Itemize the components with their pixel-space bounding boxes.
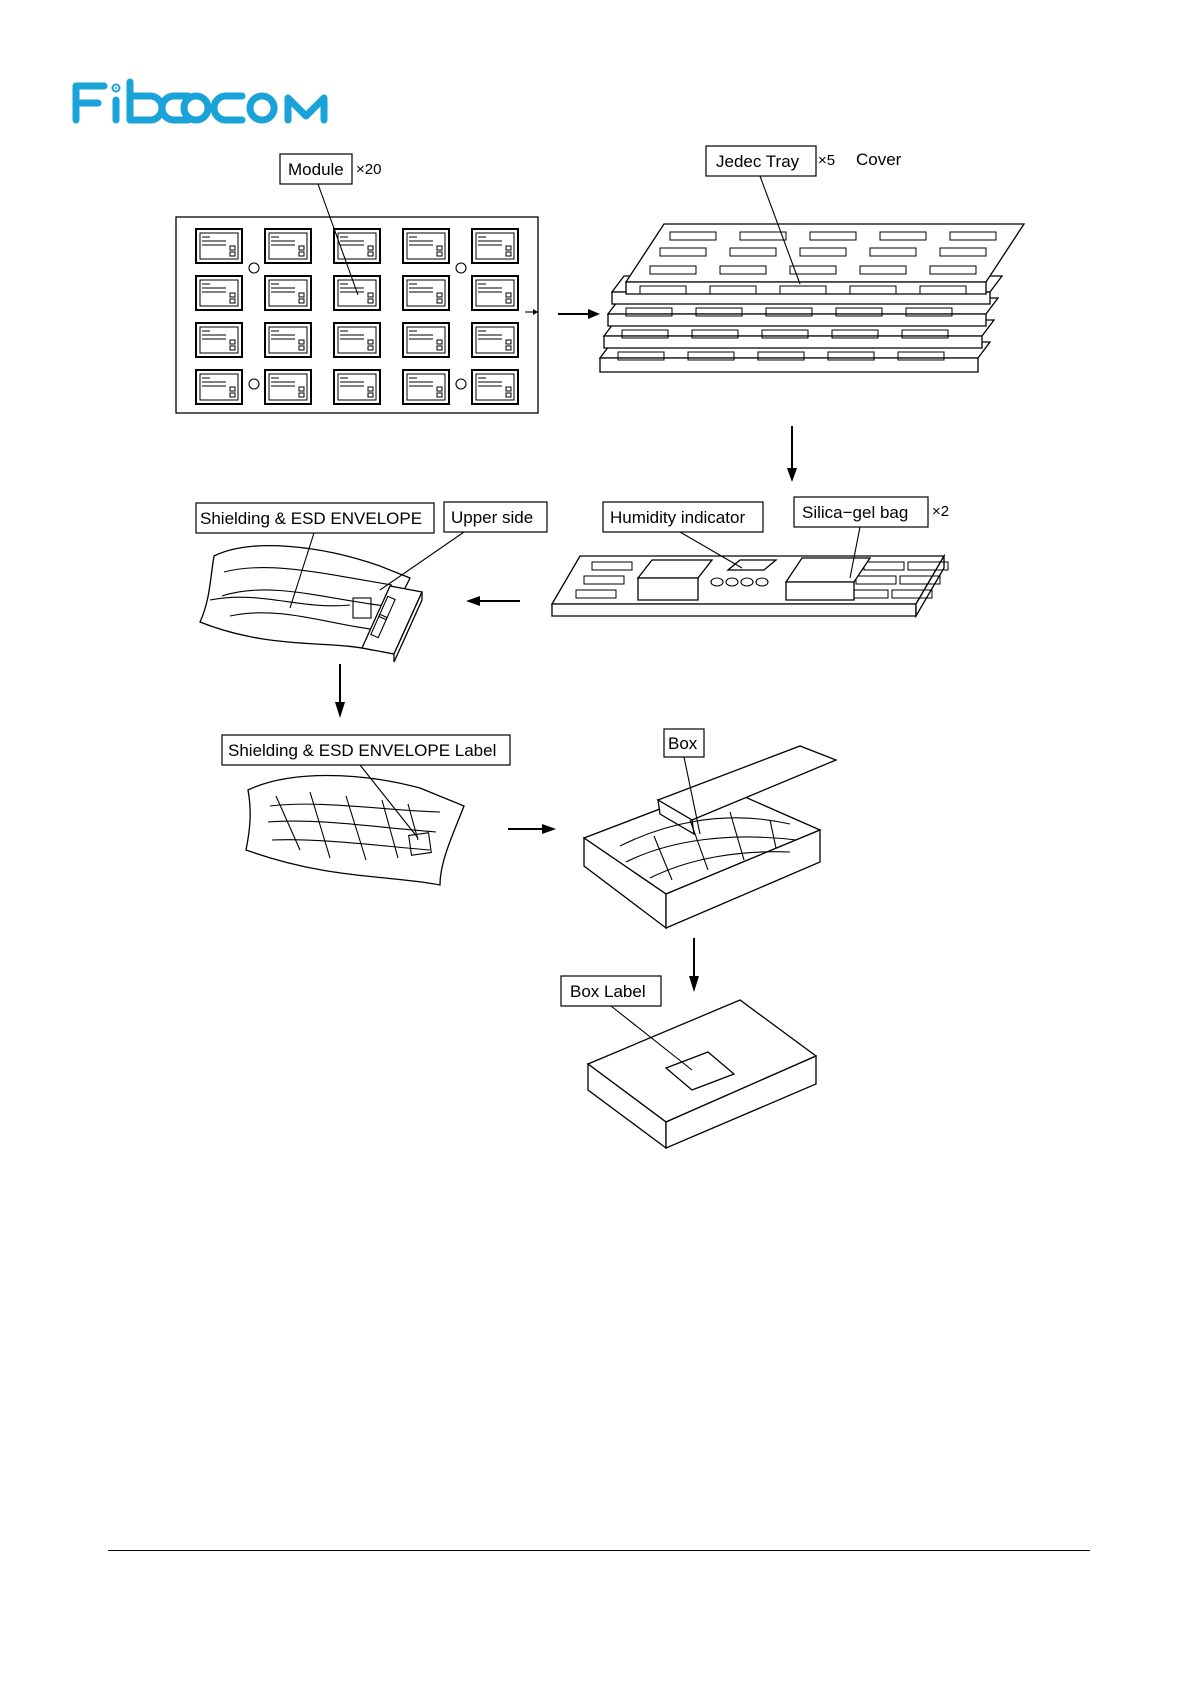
footer-rule [108,1550,1090,1551]
arrow-down-icon [787,426,797,482]
module-cell [265,370,311,404]
tray-with-desiccant [552,556,948,616]
jedec-tray-multiplier: ×5 [818,152,835,169]
jedec-tray-label: Jedec Tray [716,152,800,171]
envelope-label-text: Shielding & ESD ENVELOPE Label [228,741,496,760]
cover-label: Cover [856,150,902,169]
module-cell [403,370,449,404]
module-cell [472,323,518,357]
module-cell [265,323,311,357]
envelope-label: Shielding & ESD ENVELOPE [200,509,422,528]
box-label-text: Box Label [570,982,646,1001]
module-cell [472,229,518,263]
module-cell [403,276,449,310]
silica-gel-multiplier: ×2 [932,503,949,520]
module-cell [196,276,242,310]
module-cell [196,323,242,357]
module-cell [196,370,242,404]
module-cell [472,370,518,404]
module-cell [196,229,242,263]
module-cell [265,229,311,263]
box-label: Box [668,734,698,753]
upper-side-label: Upper side [451,508,533,527]
module-cell [334,323,380,357]
module-cell [403,323,449,357]
module-multiplier: ×20 [356,161,381,178]
module-tray-top-view [176,217,538,413]
arrow-right-icon [508,824,556,834]
module-cell [265,276,311,310]
arrow-left-icon [466,596,520,606]
humidity-indicator-label: Humidity indicator [610,508,745,527]
arrow-down-icon [689,938,699,992]
module-cell [472,276,518,310]
arrow-right-icon [558,309,600,319]
module-cell [334,370,380,404]
module-cell [403,229,449,263]
jedec-tray-stack [600,224,1024,372]
arrow-down-icon [335,664,345,718]
esd-envelope [200,546,422,662]
open-box [584,746,836,928]
closed-box [588,1000,816,1148]
module-label: Module [288,160,344,179]
labeled-envelope [246,776,464,886]
silica-gel-label: Silica−gel bag [802,503,908,522]
